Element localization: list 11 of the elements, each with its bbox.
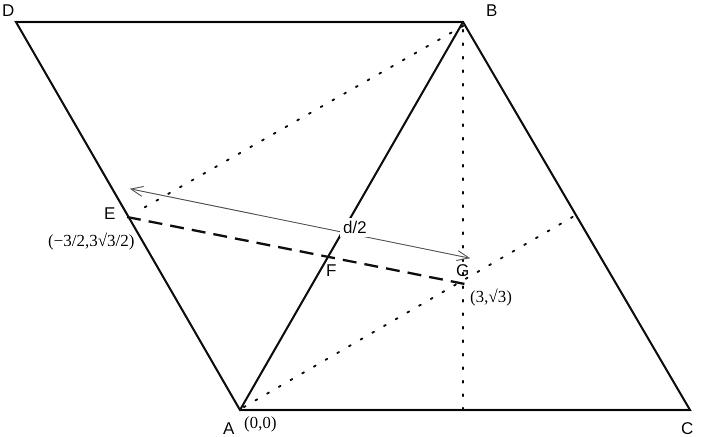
point-label: E: [104, 205, 116, 222]
coordinate-label: (0,0): [244, 414, 277, 431]
point-label: A: [223, 420, 234, 437]
coordinate-label: (−3/2,3√3/2): [48, 232, 134, 249]
point-label: F: [326, 262, 336, 279]
point-label: D: [2, 2, 14, 19]
point-label: B: [486, 2, 498, 19]
coordinate-label: (3,√3): [470, 288, 512, 305]
dimension-label: d/2: [340, 218, 370, 237]
point-label: G: [456, 262, 470, 279]
point-label: C: [681, 420, 694, 437]
